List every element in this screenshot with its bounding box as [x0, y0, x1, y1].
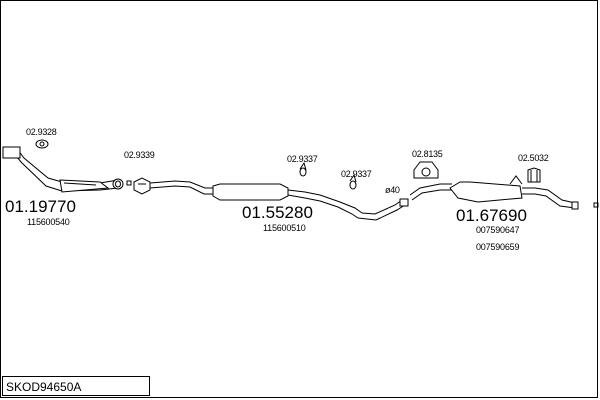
- part-code-middle: 01.55280: [242, 203, 313, 222]
- accessory-label-9337-b: 02.9337: [341, 169, 372, 179]
- clamp-9339: [133, 177, 151, 195]
- accessory-label-9337-a: 02.9337: [287, 154, 318, 164]
- part-code-rear: 01.67690: [456, 206, 527, 225]
- hanger-9337-b: [349, 173, 357, 190]
- gasket-9328: [35, 139, 49, 149]
- middle-section: [149, 180, 409, 221]
- front-pipe: [2, 146, 124, 193]
- edge-marker: [593, 202, 599, 208]
- part-ref-front: 115600540: [27, 217, 70, 227]
- diagram-title: SKOD94650A: [6, 380, 82, 394]
- small-square: [126, 180, 132, 186]
- part-ref-rear: 007590647: [476, 225, 520, 235]
- accessory-label-9328: 02.9328: [26, 127, 57, 137]
- accessory-label-8135: 02.8135: [412, 149, 443, 159]
- rear-section: [409, 175, 579, 210]
- part-code-front: 01.19770: [5, 197, 76, 216]
- accessory-label-9339: 02.9339: [124, 150, 155, 160]
- part-ref-middle: 115600510: [263, 223, 306, 233]
- diameter-label: ø40: [385, 185, 400, 195]
- hanger-9337-a: [299, 161, 307, 177]
- part-ref-rear-2: 007590659: [476, 242, 520, 252]
- rubber-mount-8135: [413, 161, 439, 179]
- accessory-label-5032: 02.5032: [518, 153, 549, 163]
- bracket-5032: [527, 167, 541, 183]
- title-box: [2, 376, 150, 396]
